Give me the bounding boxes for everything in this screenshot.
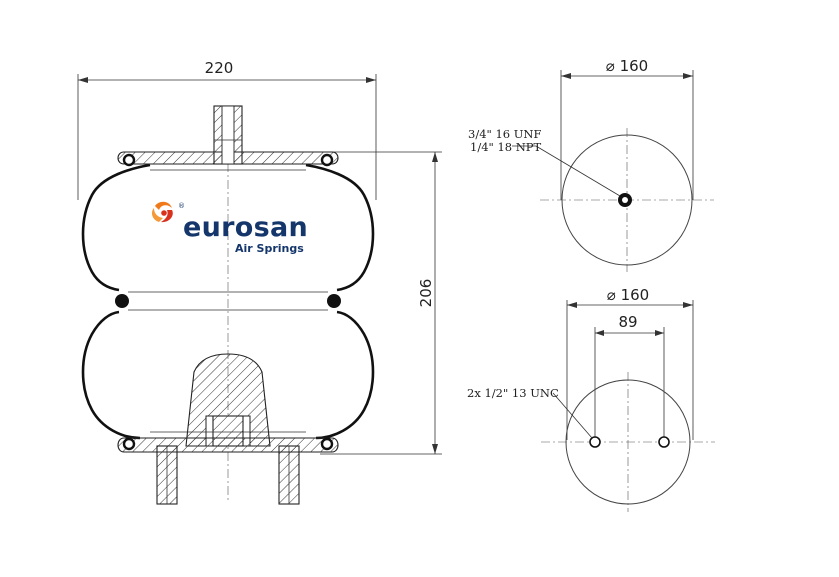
top-thread-note-2: 1/4" 18 NPT [470,140,542,154]
width-dimension-label: 220 [205,59,234,77]
girdle-ring [115,291,341,311]
top-thread-note-1: 3/4" 16 UNF [468,127,541,141]
lower-bellow [81,310,375,440]
bottom-studs [156,445,300,505]
bottom-thread-note: 2x 1/2" 13 UNC [467,386,559,400]
bottom-view-diameter-label: ⌀ 160 [607,286,649,304]
top-thread-leader [535,145,621,197]
bottom-thread-leader [552,392,593,439]
upper-bellow [81,163,375,292]
logo-swirl-icon [151,201,173,223]
bottom-view: ⌀ 160 89 2x 1/2" 13 UNC [467,286,715,512]
height-dimension-label: 206 [417,279,435,308]
bolt-spacing-label: 89 [618,313,637,331]
side-view: 220 206 [77,59,442,505]
top-stud [213,105,243,165]
logo-subtitle: Air Springs [235,242,304,255]
height-dimension: 206 [320,151,442,455]
top-view: ⌀ 160 3/4" 16 UNF 1/4" 18 NPT [468,57,714,272]
top-view-diameter-label: ⌀ 160 [606,57,648,75]
logo-wordmark: eurosan [183,212,308,243]
width-dimension: 220 [77,59,377,200]
top-stud-hole [618,193,632,207]
eurosan-logo: ® eurosan Air Springs [151,201,308,255]
bottom-bolt-holes [589,436,670,448]
registered-mark: ® [178,202,185,210]
